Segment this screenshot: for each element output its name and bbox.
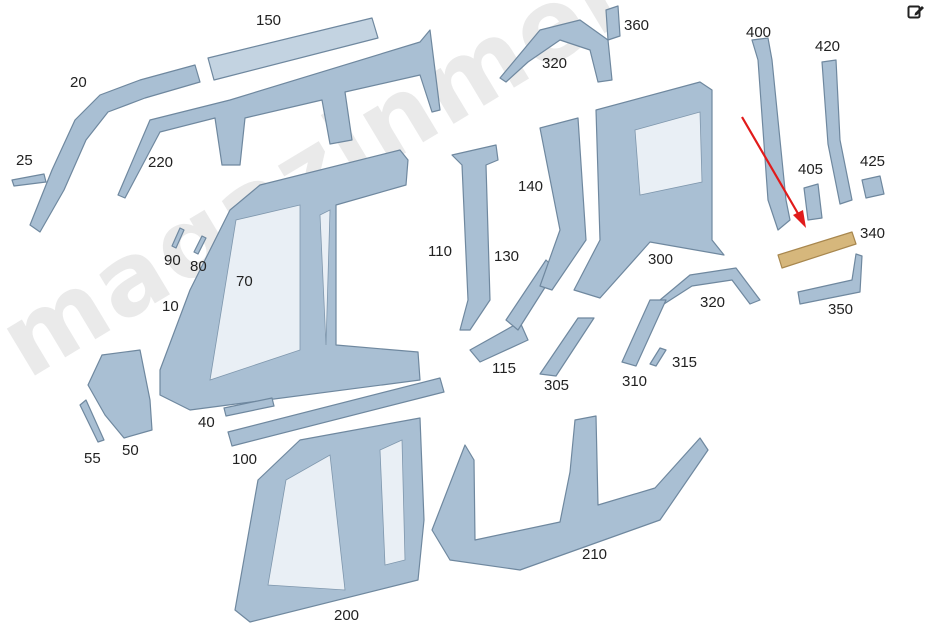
part-420[interactable] <box>821 59 853 205</box>
label-80[interactable]: 80 <box>190 258 207 275</box>
label-405[interactable]: 405 <box>798 161 824 178</box>
part-10-opening-rear <box>319 209 331 346</box>
label-305[interactable]: 305 <box>544 377 570 394</box>
label-140[interactable]: 140 <box>518 178 544 195</box>
part-400[interactable] <box>751 37 791 231</box>
label-360[interactable]: 360 <box>624 17 650 34</box>
part-150[interactable] <box>207 17 379 81</box>
pointer-arrow <box>741 116 806 228</box>
label-50[interactable]: 50 <box>122 442 139 459</box>
part-50[interactable] <box>87 349 153 439</box>
label-10[interactable]: 10 <box>162 298 179 315</box>
label-340[interactable]: 340 <box>860 225 886 242</box>
label-220[interactable]: 220 <box>148 154 174 171</box>
part-100[interactable] <box>227 377 445 447</box>
part-300-window <box>634 111 703 196</box>
part-110[interactable] <box>451 144 499 331</box>
label-320a[interactable]: 320 <box>542 55 568 72</box>
part-210[interactable] <box>431 415 709 571</box>
part-115[interactable] <box>469 321 529 363</box>
part-310[interactable] <box>621 299 667 367</box>
label-350[interactable]: 350 <box>828 301 854 318</box>
part-405[interactable] <box>803 183 823 221</box>
part-20[interactable] <box>29 64 201 233</box>
part-200-opening-rear <box>379 439 406 566</box>
label-55[interactable]: 55 <box>84 450 101 467</box>
part-220[interactable] <box>117 29 441 199</box>
part-55[interactable] <box>79 399 105 443</box>
label-320b[interactable]: 320 <box>700 294 726 311</box>
part-25[interactable] <box>11 173 47 187</box>
label-90[interactable]: 90 <box>164 252 181 269</box>
part-340[interactable] <box>777 231 857 269</box>
part-305[interactable] <box>539 317 595 377</box>
label-100[interactable]: 100 <box>232 451 258 468</box>
label-200[interactable]: 200 <box>334 607 360 624</box>
label-300[interactable]: 300 <box>648 251 674 268</box>
part-360[interactable] <box>605 5 621 41</box>
part-10-opening-front <box>209 204 301 381</box>
part-140[interactable] <box>539 117 587 291</box>
part-425[interactable] <box>861 175 885 199</box>
pencil-square-icon[interactable] <box>907 3 925 21</box>
label-40[interactable]: 40 <box>198 414 215 431</box>
label-210[interactable]: 210 <box>582 546 608 563</box>
label-20[interactable]: 20 <box>70 74 87 91</box>
part-320b[interactable] <box>659 267 761 305</box>
part-320a[interactable] <box>499 19 613 83</box>
part-90[interactable] <box>171 227 185 249</box>
label-70[interactable]: 70 <box>236 273 253 290</box>
part-350[interactable] <box>797 253 863 305</box>
label-115[interactable]: 115 <box>492 360 516 377</box>
label-110[interactable]: 110 <box>428 243 452 260</box>
label-130[interactable]: 130 <box>494 248 520 265</box>
label-150[interactable]: 150 <box>256 12 282 29</box>
part-200-opening <box>267 454 346 591</box>
label-420[interactable]: 420 <box>815 38 841 55</box>
label-400[interactable]: 400 <box>746 24 772 41</box>
label-425[interactable]: 425 <box>860 153 886 170</box>
part-80[interactable] <box>193 235 207 255</box>
part-40[interactable] <box>223 397 275 417</box>
label-315[interactable]: 315 <box>672 354 698 371</box>
label-310[interactable]: 310 <box>622 373 648 390</box>
label-25[interactable]: 25 <box>16 152 33 169</box>
part-315[interactable] <box>649 347 667 367</box>
